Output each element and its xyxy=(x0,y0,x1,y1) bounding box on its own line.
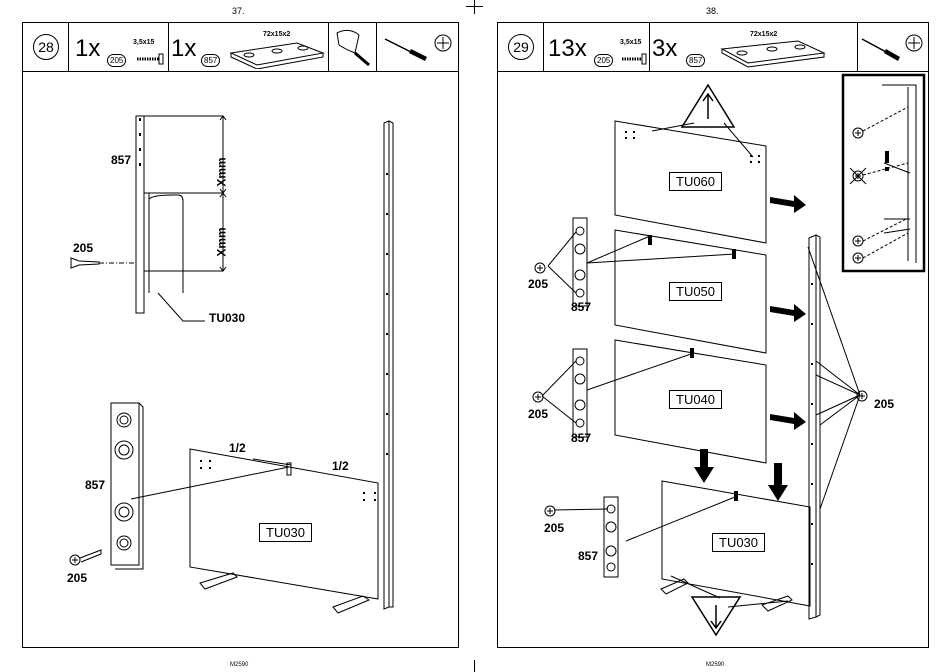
instruction-page-right: 29 13x 205 3,5x15 3x 857 72x15x2 xyxy=(497,22,929,648)
screw-label: 205 xyxy=(67,571,87,585)
instruction-page-left: 28 1x 205 3,5x15 1x 857 72x15x2 xyxy=(22,22,459,648)
panel-label-tu050: TU050 xyxy=(669,282,722,301)
screw-label-3: 205 xyxy=(544,521,564,535)
crop-mark-bottom xyxy=(474,660,475,672)
bracket-label-3: 857 xyxy=(578,549,598,563)
screw-label-2: 205 xyxy=(528,407,548,421)
page-number-right: 38. xyxy=(706,6,719,16)
assembly-drawing-step-29 xyxy=(498,23,930,649)
screw-label-1: 205 xyxy=(528,277,548,291)
bracket-label-2: 857 xyxy=(571,431,591,445)
footer-code-left: M2590 xyxy=(230,662,248,668)
crop-mark-cross xyxy=(466,6,483,7)
page-number-left: 37. xyxy=(232,6,245,16)
half-mark-right: 1/2 xyxy=(332,459,349,473)
bracket-ref-label: 857 xyxy=(111,153,131,167)
crop-mark-top xyxy=(474,0,475,14)
footer-code-right: M2590 xyxy=(706,662,724,668)
dimension-label-bottom: Xmm xyxy=(215,227,229,256)
bracket-label: 857 xyxy=(85,478,105,492)
assembly-drawing-step-28 xyxy=(23,23,460,649)
panel-label-tu030: TU030 xyxy=(259,523,312,542)
panel-label-tu030: TU030 xyxy=(712,533,765,552)
screw-label-side: 205 xyxy=(874,397,894,411)
half-mark-left: 1/2 xyxy=(229,441,246,455)
screw-ref-label: 205 xyxy=(73,241,93,255)
panel-label-tu060: TU060 xyxy=(669,172,722,191)
panel-ref-label: TU030 xyxy=(209,311,245,325)
panel-label-tu040: TU040 xyxy=(669,390,722,409)
bracket-label-1: 857 xyxy=(571,300,591,314)
dimension-label-top: Xmm xyxy=(215,157,229,186)
